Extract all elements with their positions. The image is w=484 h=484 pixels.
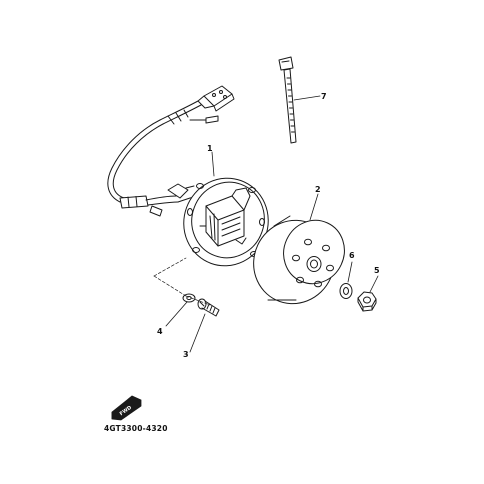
callout-7: 7 bbox=[321, 92, 327, 101]
wiring-harness bbox=[107, 85, 235, 217]
fwd-arrow-badge: FWD bbox=[111, 395, 142, 421]
callout-1: 1 bbox=[207, 144, 213, 153]
stator-assembly-part-1 bbox=[183, 177, 269, 267]
leader-lines bbox=[165, 95, 379, 353]
callout-6: 6 bbox=[349, 251, 355, 260]
callout-2: 2 bbox=[315, 185, 321, 194]
callout-5: 5 bbox=[374, 266, 380, 275]
callout-labels: 1 2 3 4 5 6 7 bbox=[157, 92, 380, 359]
nut-part-5 bbox=[357, 291, 377, 312]
cable-tie-part-7 bbox=[278, 56, 297, 144]
assembly-guide-lines bbox=[153, 257, 211, 306]
rotor-flywheel-part-2 bbox=[253, 215, 345, 305]
callout-3: 3 bbox=[183, 350, 189, 359]
washer-part-6 bbox=[339, 283, 353, 299]
drawing-code: 4GT3300-4320 bbox=[104, 424, 168, 433]
callout-4: 4 bbox=[157, 327, 163, 336]
